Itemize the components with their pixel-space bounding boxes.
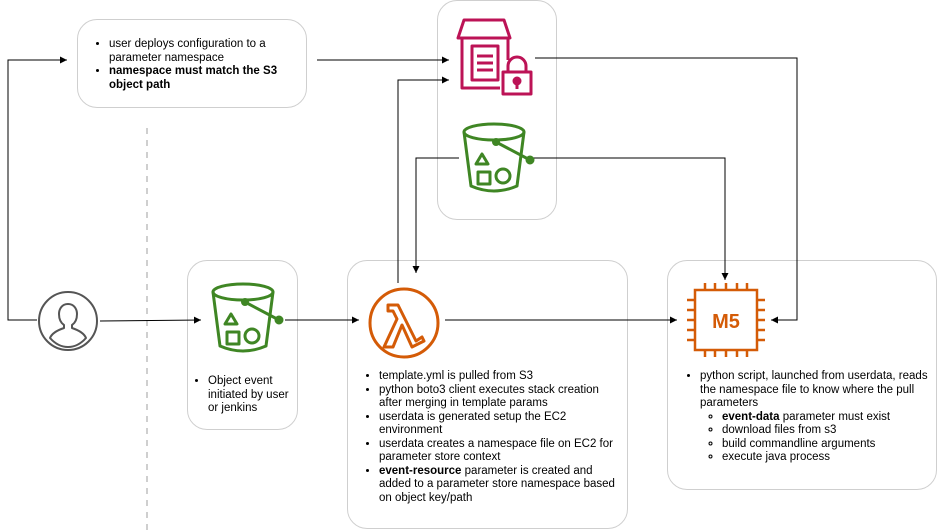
lambda-note-item: python boto3 client executes stack creat…: [379, 384, 625, 411]
user-icon: [38, 291, 98, 351]
lambda-note-item: template.yml is pulled from S3: [379, 370, 625, 384]
ec2-note-subitem: build commandline arguments: [722, 438, 932, 452]
config-note-box: [77, 19, 307, 108]
lambda-note: template.yml is pulled from S3 python bo…: [363, 370, 625, 505]
config-note: user deploys configuration to a paramete…: [93, 38, 298, 92]
ec2-note: python script, launched from userdata, r…: [684, 370, 932, 465]
ec2-note-subitem: execute java process: [722, 451, 932, 465]
ec2-note-subitem: download files from s3: [722, 424, 932, 438]
edge-lambda-to-param-store: [397, 76, 449, 283]
lambda-icon: [368, 287, 440, 359]
config-note-item: user deploys configuration to a paramete…: [109, 38, 298, 65]
s3-trigger-box: [187, 260, 298, 430]
s3-trigger-note-item: Object event initiated by user or jenkin…: [208, 375, 296, 416]
ec2-note-item: python script, launched from userdata, r…: [700, 370, 932, 465]
edge-user-to-s3: [99, 316, 202, 324]
parameter-store-icon: [456, 18, 533, 96]
edge-param-store-to-ec2: [535, 57, 798, 324]
s3-trigger-note: Object event initiated by user or jenkin…: [192, 375, 296, 416]
edge-user-to-config: [7, 56, 67, 321]
lambda-note-item: event-resource parameter is created and …: [379, 465, 625, 506]
lambda-note-item: userdata is generated setup the EC2 envi…: [379, 411, 625, 438]
ec2-note-subitem: event-data parameter must exist: [722, 411, 932, 425]
config-note-item: namespace must match the S3 object path: [109, 65, 298, 92]
template-bucket-icon: [462, 122, 535, 193]
edge-template-bucket-to-ec2: [531, 157, 729, 280]
ec2-box: [667, 260, 937, 490]
s3-bucket-icon: [211, 282, 284, 353]
edge-template-bucket-to-lambda: [412, 157, 459, 273]
lambda-note-item: userdata creates a namespace file on EC2…: [379, 438, 625, 465]
ec2-m5-icon: M5: [687, 283, 765, 357]
ec2-instance-label: M5: [712, 311, 740, 333]
